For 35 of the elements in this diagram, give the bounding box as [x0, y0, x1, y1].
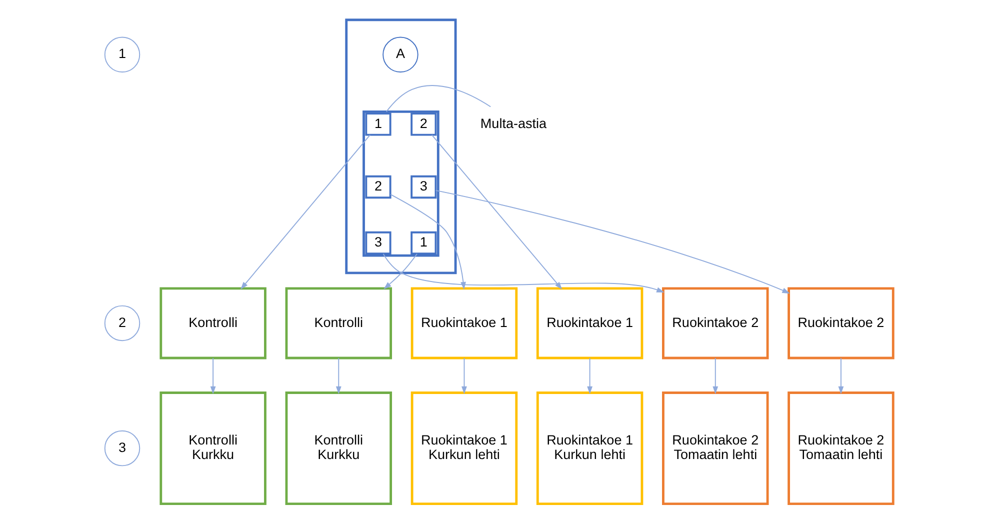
- node-box: Ruokintakoe 2 Tomaatin lehti: [787, 392, 894, 506]
- node-box: Ruokintakoe 1 Kurkun lehti: [536, 392, 643, 506]
- node-box: Ruokintakoe 1: [536, 287, 643, 360]
- arrow: [210, 358, 216, 394]
- cluster: [344, 18, 456, 274]
- arrow: [712, 358, 718, 394]
- node-box: 3: [364, 231, 391, 255]
- arrow: [240, 134, 370, 290]
- node-text: Multa-astia: [480, 116, 546, 131]
- node-box: Kontrolli: [159, 287, 266, 360]
- node-box: 1: [410, 231, 436, 255]
- node-circle: A: [382, 36, 418, 73]
- node-box: Ruokintakoe 2: [787, 287, 894, 360]
- arrow: [335, 358, 341, 394]
- arrow: [461, 358, 466, 394]
- node-box: 2: [364, 175, 391, 199]
- node-circle: 3: [104, 430, 140, 466]
- arrow: [434, 190, 790, 294]
- node-box: 3: [410, 175, 436, 199]
- arrow: [838, 358, 844, 394]
- node-box: Ruokintakoe 1 Kurkun lehti: [410, 392, 518, 506]
- node-box: Ruokintakoe 2 Tomaatin lehti: [662, 392, 768, 506]
- connector: [385, 85, 491, 112]
- arrow: [382, 253, 664, 292]
- node-box: Ruokintakoe 1: [410, 287, 518, 360]
- node-box: Kontrolli Kurkku: [159, 392, 266, 506]
- node-box: Kontrolli: [284, 287, 392, 360]
- arrow: [586, 358, 592, 394]
- node-box: 1: [364, 112, 391, 136]
- node-circle: 1: [104, 36, 140, 73]
- node-circle: 2: [104, 305, 140, 342]
- node-box: Ruokintakoe 2: [662, 287, 768, 360]
- arrow: [383, 253, 417, 290]
- node-box: Kontrolli Kurkku: [284, 392, 392, 506]
- node-box: 2: [410, 112, 436, 136]
